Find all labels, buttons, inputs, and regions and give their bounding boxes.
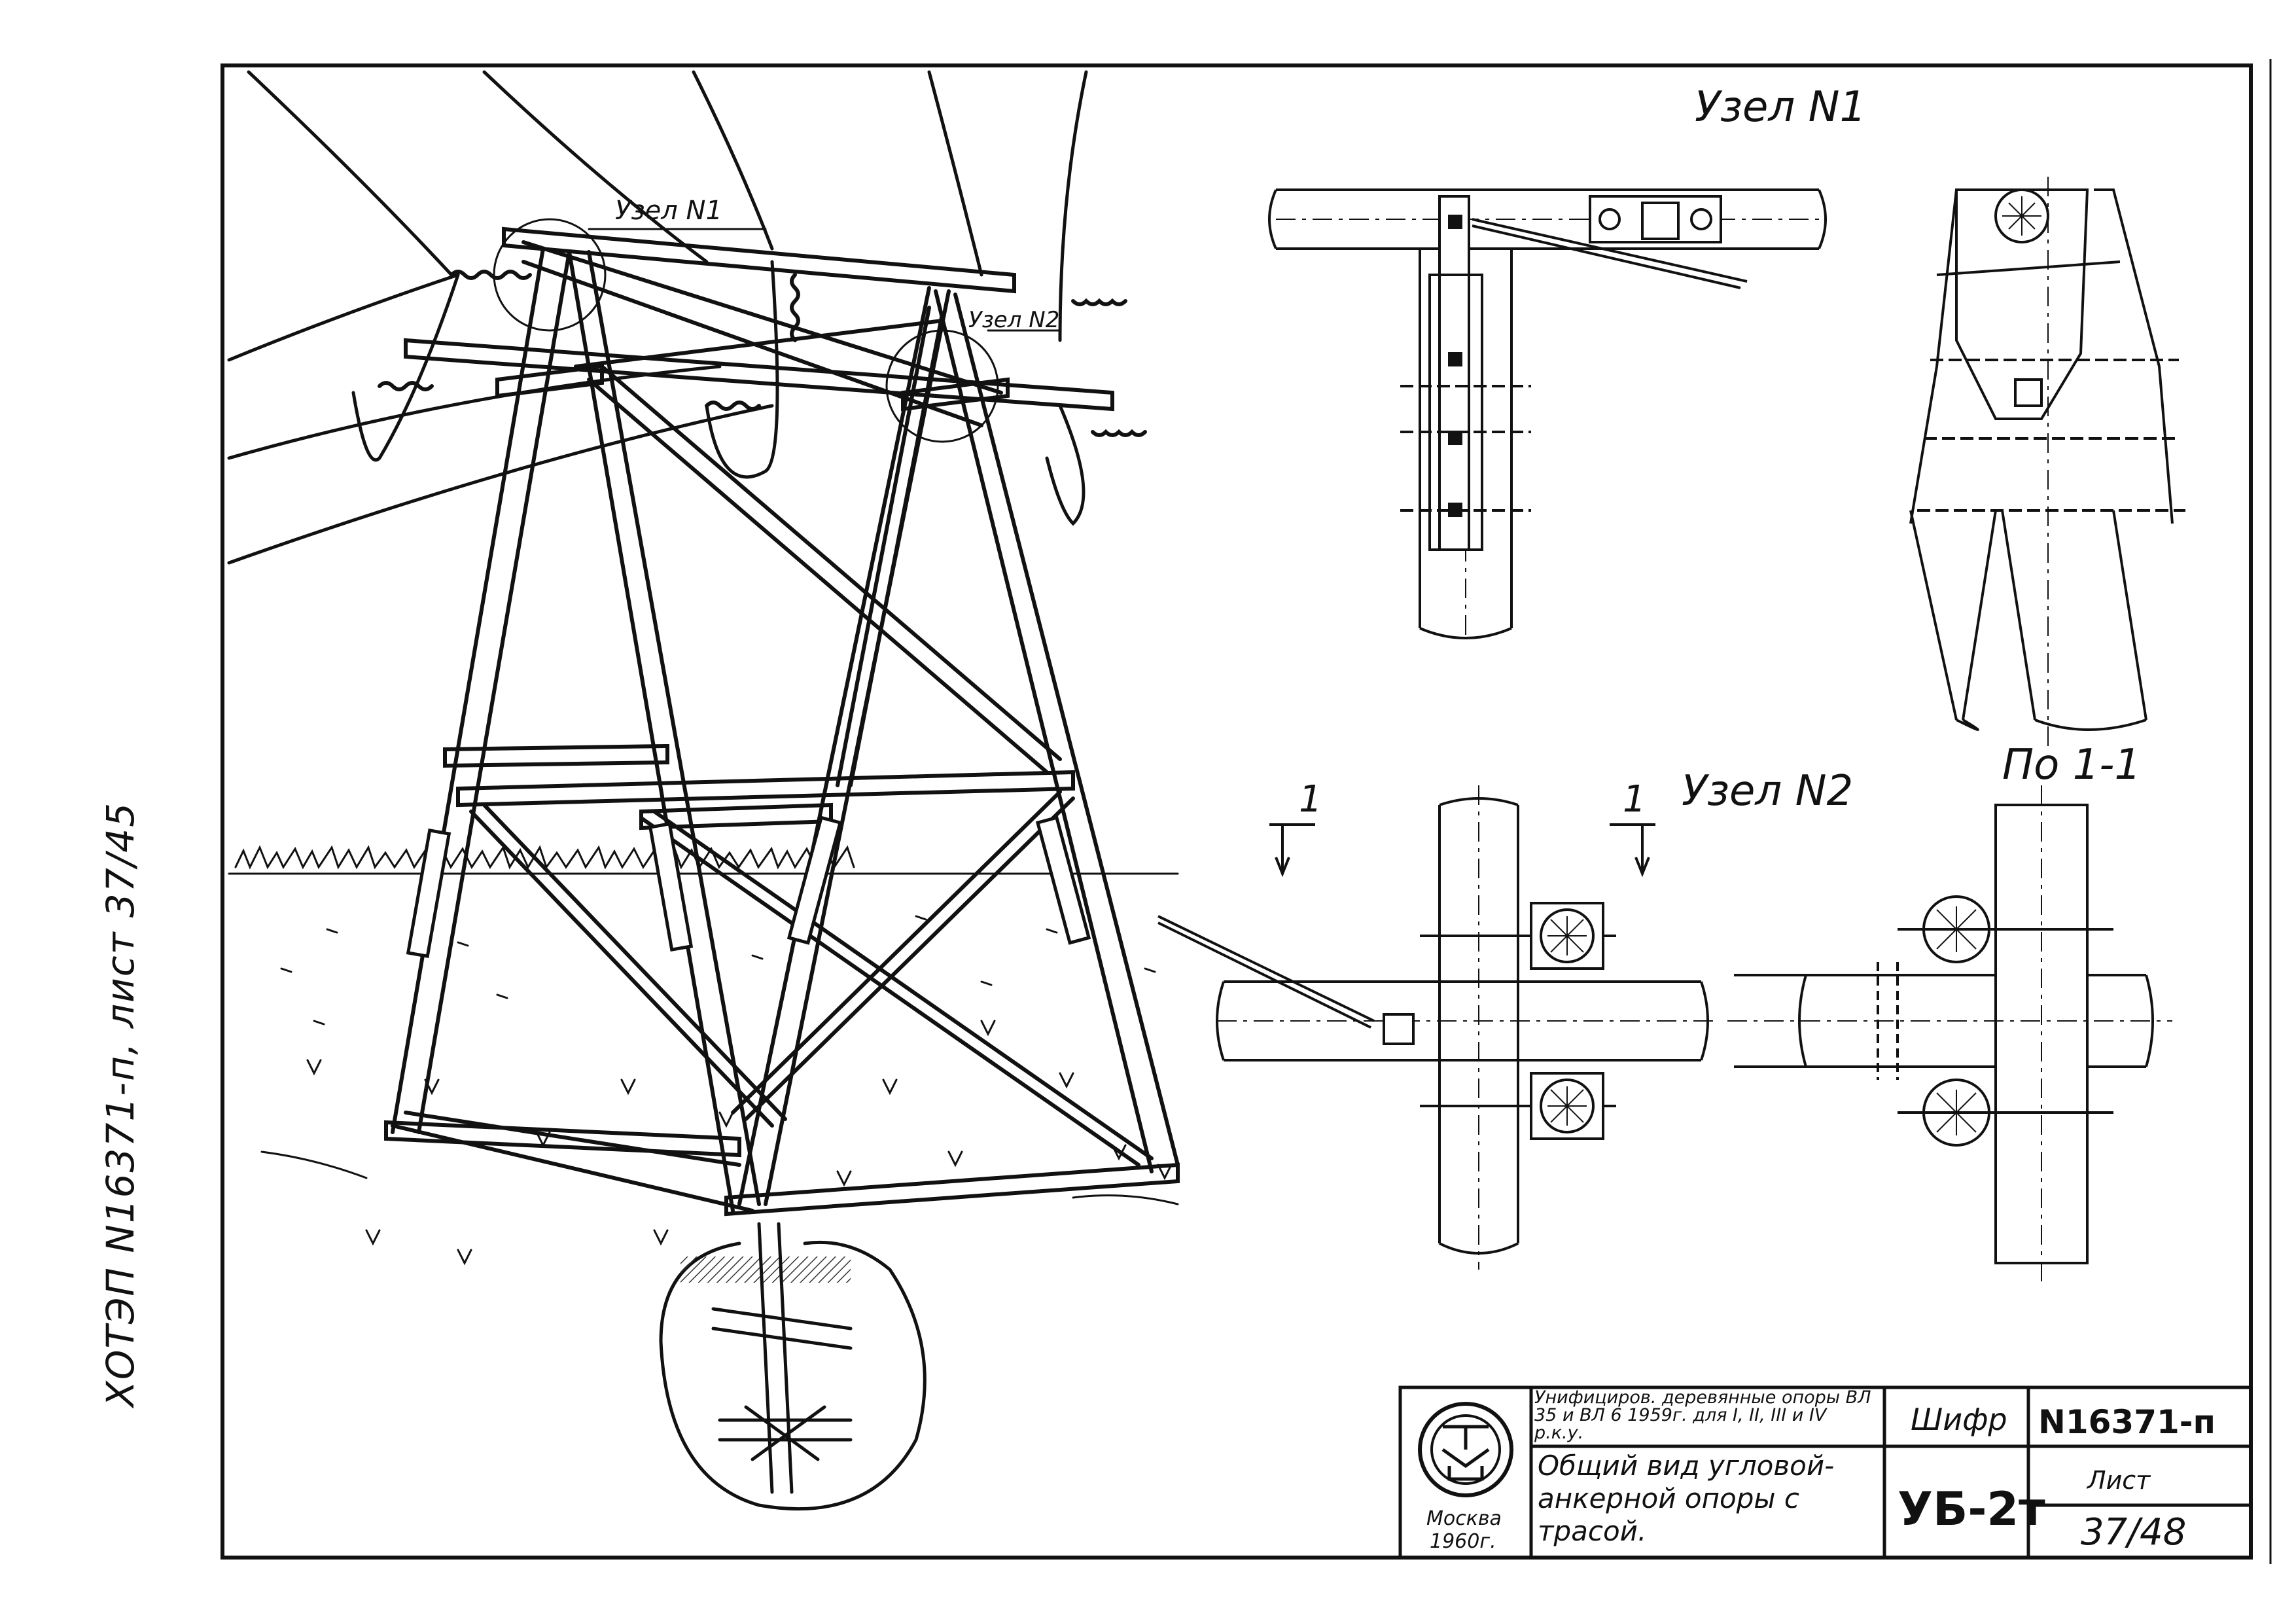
sheet-label: Лист [2086,1466,2151,1495]
general-view [227,70,1180,1511]
section-1-1 [1727,785,2172,1283]
sheet-value: 37/48 [2081,1511,2186,1554]
doc-number: N16371-п [2038,1403,2216,1441]
foundation-detail [659,1222,927,1511]
insulator-strings [378,270,1147,437]
node2-detail [1157,785,1714,1270]
leg-splices [406,815,1091,959]
drawing-title-box: Общий вид угловой-анкерной опоры с трасо… [1538,1450,1835,1547]
org-logo [1418,1402,1513,1497]
org-city: Москва [1426,1507,1502,1530]
tower-braces [469,306,1154,1167]
cipher-value: УБ-2т [1898,1482,2045,1536]
side-note: ХОТЭП N16371-п, лист 37/45 [98,801,143,1407]
drawing-title: Общий вид угловой-анкерной опоры с трасо… [1538,1450,1835,1547]
general-node1-callout: Узел N1 [615,196,722,226]
sheet-frame [221,63,2253,1560]
node1-title: Узел N1 [1695,83,1866,132]
section-title: По 1-1 [2002,741,2141,789]
series-description: Унифициров. деревянные опоры ВЛ 35 и ВЛ … [1534,1389,1871,1443]
title-block [1398,1385,2253,1560]
general-node2-callout: Узел N2 [968,307,1059,333]
ground [228,845,1179,1266]
cipher-label: Шифр [1911,1402,2007,1437]
node2-title: Узел N2 [1682,767,1853,815]
node1-detail [1268,177,2185,746]
node1-callout-circle [493,218,607,332]
node2-callout-circle [885,329,999,443]
tower-belts [384,743,1180,1217]
description-box: Унифициров. деревянные опоры ВЛ 35 и ВЛ … [1534,1389,1871,1443]
section-mark-right: 1 [1623,778,1646,821]
section-mark-left: 1 [1299,778,1322,821]
org-year: 1960г. [1430,1530,1496,1553]
wires [227,70,1088,565]
